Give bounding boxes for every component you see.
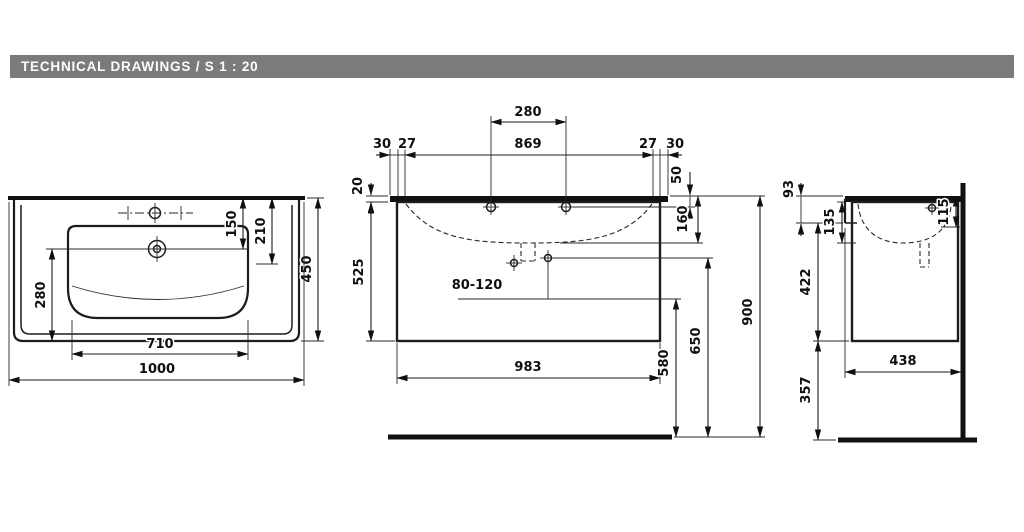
dim-label: 210 (254, 217, 269, 244)
drain-hidden-line-side (919, 243, 930, 268)
dim-label: 983 (514, 360, 541, 375)
dim-650: 650 (688, 257, 712, 438)
dim-label: 20 (351, 177, 366, 195)
connection-mark-right (543, 253, 553, 263)
dim-label: 710 (146, 337, 173, 352)
dim-1000: 1000 (8, 202, 305, 386)
bowl-hidden-line-side (857, 203, 952, 244)
dim-20: 20 (350, 175, 388, 215)
basin-rim (20, 205, 293, 335)
dim-label: 27 (398, 137, 416, 152)
dim-280-plan: 280 (33, 248, 146, 342)
section-title: TECHNICAL DRAWINGS / S 1 : 20 (21, 59, 259, 74)
dim-label: 900 (741, 298, 756, 325)
dim-27-30-right: 27 30 (637, 136, 686, 196)
dim-label: 869 (514, 137, 541, 152)
dim-label: 450 (300, 255, 315, 282)
dim-label: 357 (799, 376, 814, 403)
dim-label: 280 (514, 105, 541, 120)
dim-30-27-left: 30 27 (371, 136, 418, 196)
side-view: 93 135 115 422 357 438 (781, 178, 977, 443)
dim-135: 135 (822, 201, 856, 244)
washbasin-top-edge (390, 196, 668, 202)
washbasin-top-edge-side (845, 196, 961, 202)
dim-422: 422 (798, 222, 849, 342)
dim-357: 357 (798, 340, 836, 441)
dim-869: 869 (404, 136, 654, 196)
connection-mark-left (509, 258, 519, 268)
dim-label: 580 (657, 349, 672, 376)
dim-label: 150 (225, 210, 240, 237)
dim-label: 160 (676, 205, 691, 232)
dim-label: 135 (823, 208, 838, 235)
bowl-hidden-line (405, 203, 653, 244)
dim-label: 93 (782, 180, 797, 198)
tap-hole-mark (148, 206, 162, 220)
dim-50: 50 (573, 164, 695, 219)
dim-label: 27 (639, 137, 657, 152)
tap-hole-side-mark (927, 203, 937, 213)
dim-label: 50 (670, 166, 685, 184)
tap-hole-left-mark (485, 201, 497, 213)
dim-900: 900 (670, 195, 765, 438)
dim-label: 525 (352, 258, 367, 285)
drain-hidden-line (520, 243, 536, 262)
cabinet-side (850, 200, 960, 343)
section-header: TECHNICAL DRAWINGS / S 1 : 20 (10, 55, 1014, 78)
cabinet-front (395, 200, 662, 343)
tap-hole-right-mark (560, 201, 572, 213)
dim-label: 1000 (139, 362, 175, 377)
dim-label: 280 (34, 281, 49, 308)
dim-label: 30 (666, 137, 684, 152)
bowl-outline (66, 224, 250, 320)
top-view: 150 210 450 280 710 1000 (8, 196, 324, 386)
dim-710: 710 (71, 320, 249, 360)
dim-150: 150 (166, 197, 248, 250)
dim-label: 438 (889, 354, 916, 369)
dim-label: 650 (689, 327, 704, 354)
dim-210: 210 (253, 197, 278, 265)
dim-525: 525 (351, 201, 395, 342)
dim-label: 422 (799, 268, 814, 295)
dim-160: 160 (560, 195, 703, 244)
dim-label: 30 (373, 137, 391, 152)
dim-115: 115 (936, 195, 960, 228)
dim-label: 115 (937, 198, 952, 225)
dim-580: 580 (656, 298, 680, 438)
dim-93: 93 (781, 178, 843, 236)
dim-983: 983 (396, 343, 661, 384)
dim-280-taps: 280 (490, 104, 567, 199)
front-view: 280 869 30 27 27 30 (350, 104, 765, 440)
trap-range-label: 80-120 (452, 278, 503, 293)
basin-outline (12, 200, 301, 343)
bowl-front-contour (71, 285, 245, 300)
dim-438: 438 (844, 228, 962, 378)
